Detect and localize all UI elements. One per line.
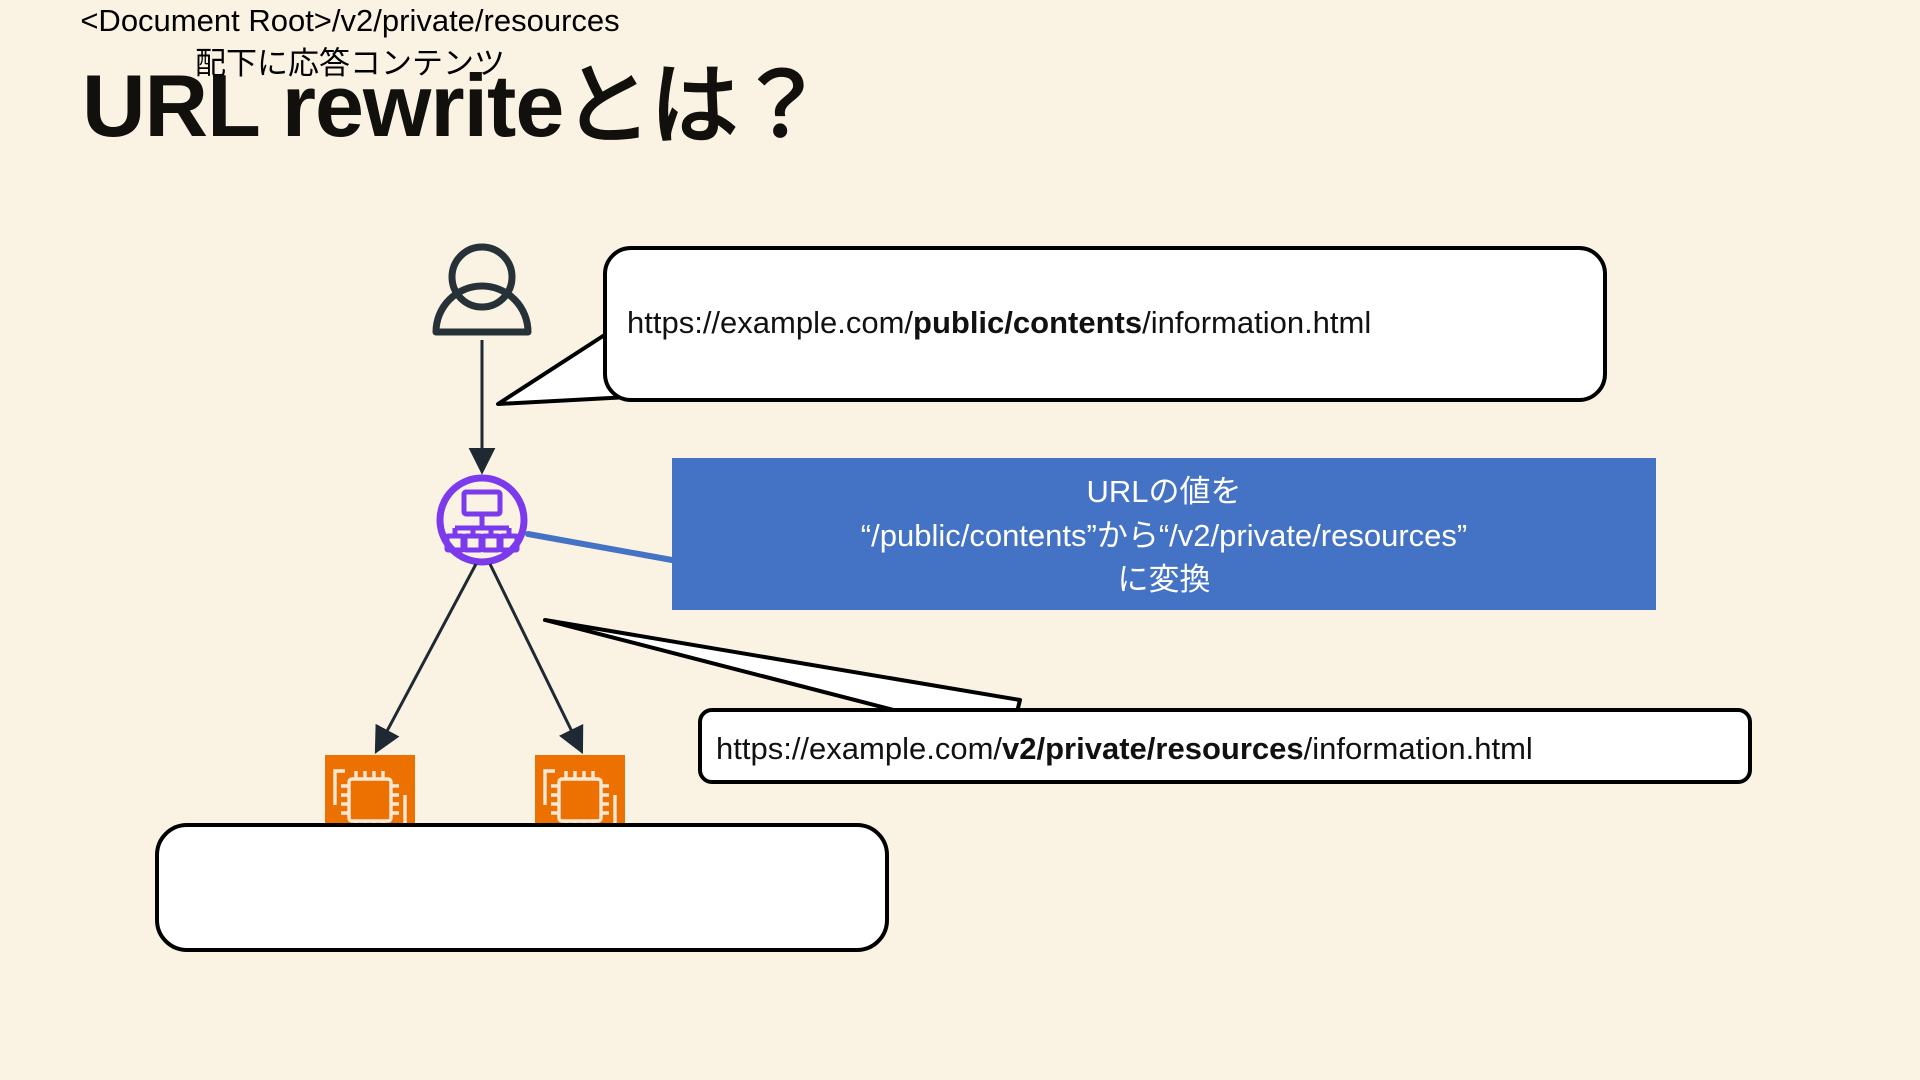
- blue-note-line-2: “/public/contents”から“/v2/private/resourc…: [860, 518, 1468, 554]
- request-bubble-shape: [496, 246, 1607, 406]
- person-icon: [432, 243, 532, 336]
- request-url-prefix: https://example.com/: [627, 305, 914, 340]
- docroot-note-box: [155, 823, 889, 952]
- response-url-bold-private: private: [1045, 731, 1147, 766]
- blue-note-line-1: URLの値を: [1086, 474, 1242, 509]
- blue-note-box: [672, 458, 1656, 610]
- request-url-bold-public: public: [913, 305, 1005, 340]
- response-url-bold-v2: v2: [1002, 731, 1037, 766]
- request-url-sep-1: /: [1004, 305, 1013, 340]
- docroot-note-line-2: 配下に応答コンテンツ: [195, 45, 505, 81]
- page-title: URL rewriteとは？: [82, 56, 825, 155]
- response-url-sep-1: /: [1036, 731, 1046, 766]
- request-url-bold-contents: contents: [1012, 305, 1143, 340]
- response-url-label: https://example.com/v2/private/resources…: [716, 729, 1533, 769]
- connector-lb-to-server-2: [488, 563, 584, 755]
- docroot-note-line-1: <Document Root>/v2/private/resources: [80, 3, 620, 38]
- request-url-label: https://example.com/public/contents/info…: [627, 303, 1371, 343]
- blue-note-label: URLの値を “/public/contents”から“/v2/private/…: [672, 470, 1656, 602]
- connector-lb-to-server-1: [374, 563, 478, 754]
- docroot-note-label: <Document Root>/v2/private/resources 配下に…: [0, 0, 700, 86]
- response-url-sep-2: /: [1146, 731, 1156, 766]
- response-url-bold-resources: resources: [1155, 731, 1304, 766]
- connector-lb-to-note: [525, 531, 675, 563]
- request-url-suffix: /information.html: [1142, 305, 1372, 340]
- response-url-suffix: /information.html: [1303, 731, 1533, 766]
- load-balancer-icon: [436, 474, 528, 566]
- blue-note-line-3: に変換: [1117, 562, 1211, 598]
- response-url-prefix: https://example.com/: [716, 731, 1003, 766]
- response-bubble-shape: [543, 618, 1752, 784]
